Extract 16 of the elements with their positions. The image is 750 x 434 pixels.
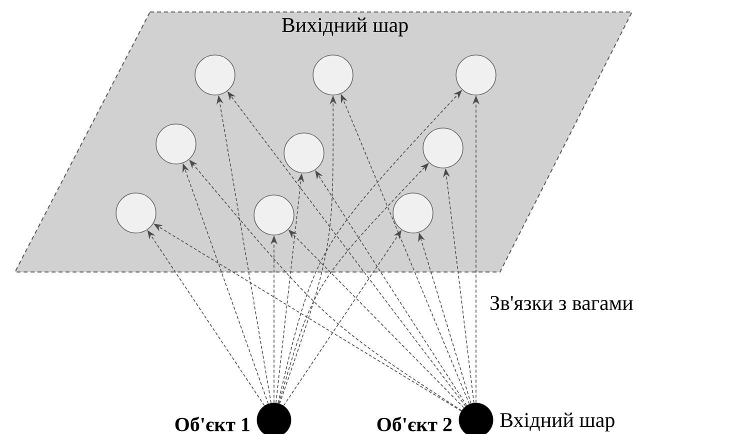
input-node xyxy=(256,402,292,434)
neuron-circle xyxy=(194,54,236,96)
neuron-circle xyxy=(312,54,354,96)
neuron-circle xyxy=(116,192,156,234)
layer-label: Вхідний шар xyxy=(500,412,614,432)
neuron-circle xyxy=(156,124,196,164)
neuron-circle xyxy=(422,128,464,168)
input-node xyxy=(458,402,494,434)
node-label: Об'єкт 1 xyxy=(175,416,250,432)
neuron-circle xyxy=(284,132,324,174)
layer-title: Вихідний шар xyxy=(282,18,408,36)
node-label: Об'єкт 2 xyxy=(377,416,452,432)
neuron-circle xyxy=(254,194,294,236)
neuron-circle xyxy=(456,54,496,96)
neuron-circle xyxy=(392,192,434,234)
connections-label: Зв'язки з вагами xyxy=(490,296,633,310)
